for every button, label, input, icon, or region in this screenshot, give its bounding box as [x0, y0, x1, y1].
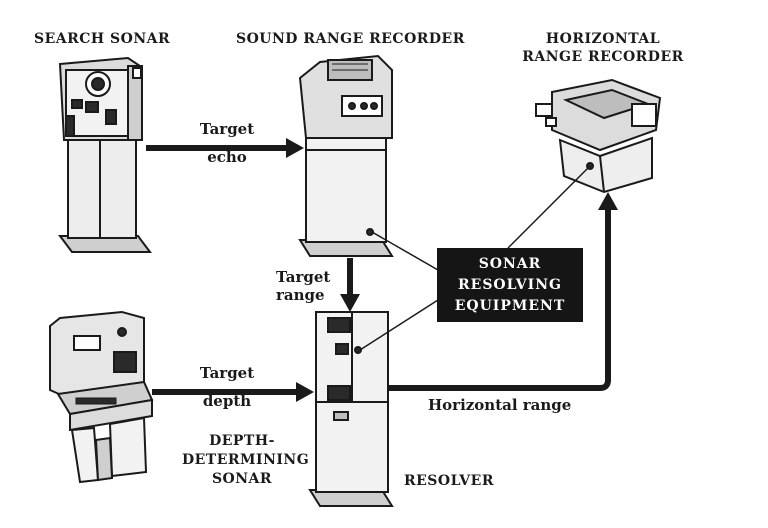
target-echo-label: Target echo — [192, 120, 262, 166]
search-sonar-label: SEARCH SONAR — [34, 31, 171, 47]
sonar-resolving-line2: RESOLVING — [458, 277, 562, 293]
target-depth-line1: Target — [199, 364, 255, 382]
target-depth-label: Target depth — [190, 364, 264, 410]
target-echo-line2: echo — [207, 147, 247, 166]
leader-lines — [359, 165, 591, 351]
target-range-line1: Target — [276, 268, 331, 286]
arrow-horizontal-range — [388, 192, 618, 391]
search-sonar-console — [58, 56, 152, 253]
horizontal-range-recorder-line1: HORIZONTAL — [545, 31, 661, 47]
sonar-resolving-line3: EQUIPMENT — [454, 298, 566, 314]
horizontal-range-label: Horizontal range — [428, 396, 572, 414]
arrow-target-echo — [146, 138, 304, 158]
arrow-target-depth — [152, 382, 314, 402]
horizontal-range-recorder-unit — [535, 78, 662, 194]
horizontal-range-recorder-label: HORIZONTAL RANGE RECORDER — [508, 32, 698, 64]
target-echo-line1: Target — [199, 120, 255, 138]
sonar-resolving-line1: SONAR — [478, 256, 542, 272]
target-depth-line2: depth — [202, 391, 252, 410]
arrow-target-range — [340, 258, 360, 312]
sonar-resolving-equipment-box: SONAR RESOLVING EQUIPMENT — [437, 248, 583, 322]
depth-sonar-line3: SONAR — [211, 471, 273, 487]
depth-determining-sonar-unit — [49, 310, 154, 484]
sound-range-recorder-label: SOUND RANGE RECORDER — [236, 31, 465, 47]
depth-determining-sonar-label: DEPTH- DETERMINING SONAR — [182, 432, 310, 489]
target-range-label: Target range — [276, 268, 331, 304]
depth-sonar-line2: DETERMINING — [182, 452, 310, 468]
resolver-label: RESOLVER — [404, 473, 494, 489]
horizontal-range-recorder-line2: RANGE RECORDER — [522, 48, 684, 65]
target-range-line2: range — [276, 285, 325, 304]
depth-sonar-line1: DEPTH- — [209, 433, 275, 449]
resolver-unit — [308, 311, 394, 507]
sound-range-recorder-unit — [298, 54, 394, 257]
